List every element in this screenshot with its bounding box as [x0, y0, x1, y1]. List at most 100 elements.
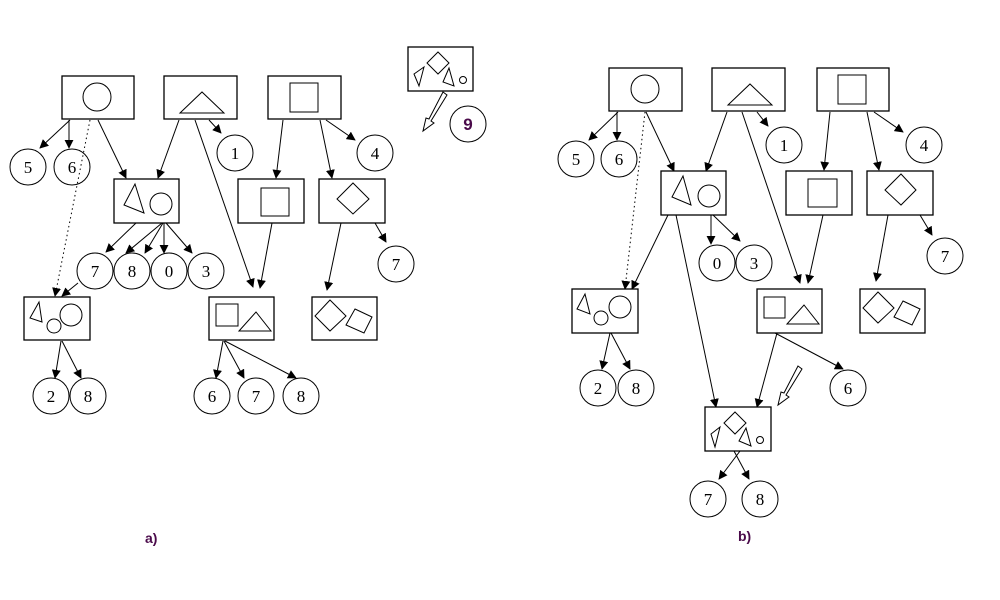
instance-node[interactable]: 8 [617, 369, 655, 407]
node-square-child[interactable] [237, 178, 305, 224]
instance-label: 4 [371, 144, 380, 163]
instance-node[interactable]: 8 [113, 252, 151, 290]
instance-node[interactable]: 2 [32, 377, 70, 415]
instance-node[interactable]: 6 [829, 369, 867, 407]
instance-node-new[interactable]: 9 [449, 105, 487, 143]
node-square-triangle[interactable] [208, 296, 275, 341]
edge [631, 214, 669, 290]
edge [712, 214, 741, 242]
edge [324, 222, 342, 291]
edge [754, 332, 778, 408]
node-triangle-two-circles[interactable] [23, 296, 91, 341]
instance-node[interactable]: 5 [9, 148, 47, 186]
edge [213, 340, 224, 379]
instance-label: 8 [756, 490, 765, 509]
instance-node[interactable]: 7 [689, 480, 727, 518]
edge [741, 111, 802, 284]
edge [675, 214, 719, 408]
instance-label: 1 [780, 136, 789, 155]
instance-label: 8 [297, 387, 306, 406]
edge [610, 332, 631, 370]
instance-node[interactable]: 8 [69, 377, 107, 415]
edge [194, 119, 255, 288]
instance-node[interactable]: 1 [216, 134, 254, 172]
instance-node[interactable]: 3 [735, 244, 773, 282]
instance-node[interactable]: 8 [741, 480, 779, 518]
instance-label: 8 [84, 387, 93, 406]
instance-label: 3 [750, 254, 759, 273]
node-circle-root[interactable] [61, 75, 135, 120]
node-circle-root[interactable] [608, 67, 683, 112]
instance-node[interactable]: 6 [193, 377, 231, 415]
instance-label: 0 [165, 262, 174, 281]
instance-node[interactable]: 8 [282, 377, 320, 415]
edge [645, 111, 675, 172]
instance-label: 0 [713, 254, 722, 273]
instance-node[interactable]: 2 [579, 369, 617, 407]
instance-node[interactable]: 7 [237, 377, 275, 415]
node-triangle-two-circles[interactable] [571, 288, 639, 334]
node-triangle-circle[interactable] [113, 178, 180, 224]
instances-b: 5 6 1 4 0 3 7 2 8 6 7 8 [557, 126, 964, 518]
instance-label: 9 [463, 115, 472, 134]
instance-node[interactable]: 4 [905, 126, 943, 164]
diamond-shape [893, 300, 921, 326]
instance-node[interactable]: 0 [698, 244, 736, 282]
instance-label: 5 [572, 150, 581, 169]
node-two-diamonds[interactable] [859, 288, 926, 334]
node-triangle-circle[interactable] [660, 170, 727, 216]
node-square-triangle[interactable] [756, 288, 823, 334]
small-circle-shape [46, 318, 62, 334]
edge [105, 222, 137, 253]
instance-node[interactable]: 0 [150, 252, 188, 290]
instance-node[interactable]: 7 [76, 252, 114, 290]
node-triangle-root[interactable] [711, 67, 786, 112]
instance-label: 1 [231, 144, 240, 163]
instance-label: 6 [615, 150, 624, 169]
square-shape [289, 82, 319, 113]
instance-node[interactable]: 5 [557, 140, 595, 178]
diagram-b: 5 6 1 4 0 3 7 2 8 6 7 8 b) [557, 67, 964, 544]
instance-node[interactable]: 1 [765, 126, 803, 164]
node-diamond-child[interactable] [318, 178, 386, 224]
triangle-shape [576, 292, 591, 315]
edge [208, 119, 222, 134]
small-circle-shape [593, 310, 609, 326]
instance-label: 6 [844, 379, 853, 398]
circle-shape [697, 184, 721, 208]
triangle-shape [710, 425, 721, 449]
new-object-box[interactable] [407, 46, 474, 92]
instance-node[interactable]: 7 [926, 237, 964, 275]
node-diamond-child[interactable] [866, 170, 934, 216]
node-square-child[interactable] [785, 170, 853, 216]
instance-node[interactable]: 6 [53, 148, 91, 186]
circle-shape [149, 192, 173, 216]
edge [325, 119, 356, 141]
instances-a: 5 6 1 4 7 8 0 3 7 2 8 6 7 8 9 [9, 105, 487, 415]
instance-label: 8 [632, 379, 641, 398]
node-merged-new-object[interactable] [704, 406, 772, 452]
instance-label: 7 [704, 490, 713, 509]
edge [125, 222, 163, 254]
edge [718, 450, 741, 480]
instance-node[interactable]: 3 [187, 252, 225, 290]
edge [223, 340, 245, 379]
edge [756, 111, 769, 127]
edge [156, 119, 180, 179]
diamond-shape [314, 299, 347, 332]
edge [257, 222, 273, 289]
small-circle-shape [459, 76, 467, 84]
triangle-shape [785, 304, 821, 325]
circle-shape [608, 295, 632, 319]
instance-node[interactable]: 7 [377, 245, 415, 283]
instance-label: 7 [91, 262, 100, 281]
diagram-a: 5 6 1 4 7 8 0 3 7 2 8 6 7 8 9 a) [9, 46, 487, 546]
node-triangle-root[interactable] [163, 75, 238, 120]
node-two-diamonds[interactable] [311, 296, 378, 341]
triangle-shape [726, 83, 774, 106]
node-square-root[interactable] [816, 67, 890, 112]
instance-node[interactable]: 6 [600, 140, 638, 178]
triangle-shape [738, 426, 752, 447]
node-square-root[interactable] [267, 75, 342, 120]
instance-node[interactable]: 4 [356, 134, 394, 172]
